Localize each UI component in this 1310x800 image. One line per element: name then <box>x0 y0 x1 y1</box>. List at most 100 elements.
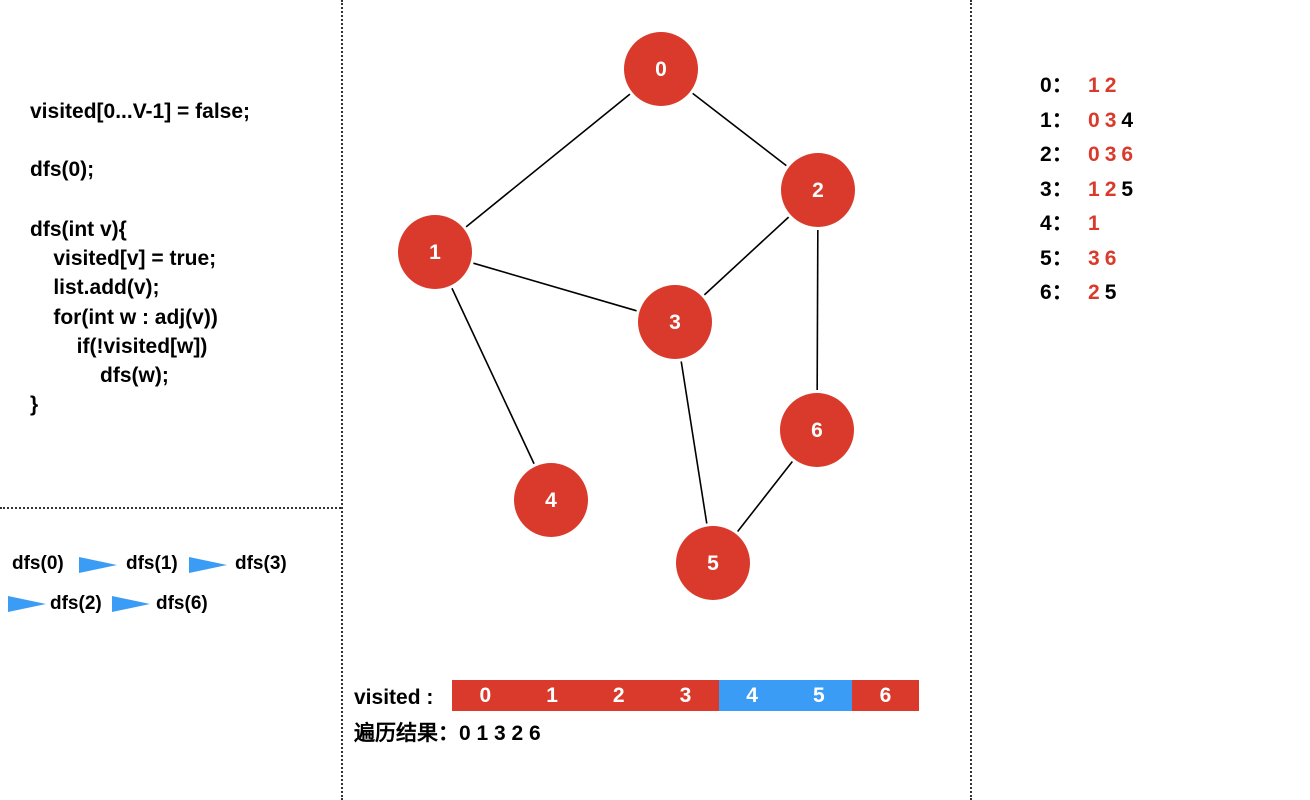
neighbor-visited: 1 <box>1088 212 1100 235</box>
code-line: dfs(w); <box>30 364 169 387</box>
graph-node-label: 6 <box>811 419 823 442</box>
adjacency-key: 5： <box>1040 245 1088 273</box>
divider-right <box>970 0 972 800</box>
graph-edge-1-4 <box>451 287 535 465</box>
neighbor-visited: 0 <box>1088 108 1100 132</box>
neighbor-visited: 1 <box>1088 74 1100 97</box>
graph-edge-0-1 <box>465 93 631 228</box>
code-line: } <box>30 393 39 416</box>
code-line: visited[0...V-1] = false; <box>30 100 251 123</box>
graph-edge-0-2 <box>692 92 787 167</box>
graph-node-2 <box>781 153 855 227</box>
trace-arrow-icon <box>79 557 117 573</box>
trace-arrow-icon <box>112 596 150 612</box>
adjacency-separator: ： <box>1051 281 1073 304</box>
code-line: list.add(v); <box>30 276 160 299</box>
divider-left <box>341 0 343 800</box>
adjacency-separator: ： <box>1051 74 1073 97</box>
neighbor-unvisited: 5 <box>1104 281 1117 304</box>
trace-arrow-icon <box>8 596 46 612</box>
adjacency-separator: ： <box>1051 212 1073 235</box>
graph-edge-2-3 <box>703 216 790 296</box>
code-line: if(!visited[w]) <box>30 335 208 358</box>
adjacency-key: 3： <box>1040 176 1088 204</box>
visited-cell: 4 <box>718 680 786 711</box>
adjacency-key: 6： <box>1040 279 1088 307</box>
graph-node-1 <box>398 215 472 289</box>
graph-node-label: 5 <box>707 552 719 575</box>
adjacency-key: 0： <box>1040 72 1088 100</box>
graph-edge-2-6 <box>816 229 819 391</box>
adjacency-separator: ： <box>1051 143 1073 166</box>
adjacency-key: 1： <box>1040 107 1088 135</box>
traversal-result: 遍历结果：0 1 3 2 6 <box>354 717 541 747</box>
neighbor-visited: 0 <box>1088 143 1100 166</box>
adjacency-key: 4： <box>1040 210 1088 238</box>
trace-arrow-icon <box>189 557 227 573</box>
graph-node-label: 3 <box>669 311 681 334</box>
graph-edge-3-5 <box>680 361 708 524</box>
code-line: dfs(int v){ <box>30 218 127 241</box>
trace-call: dfs(1) <box>126 553 178 574</box>
neighbor-visited: 6 <box>1121 143 1134 166</box>
neighbor-visited: 3 <box>1088 246 1100 270</box>
visited-cell: 0 <box>452 680 519 711</box>
adjacency-separator: ： <box>1051 108 1073 132</box>
neighbor-visited: 3 <box>1104 143 1117 166</box>
visited-cell: 6 <box>852 680 919 711</box>
adjacency-key-value: 6 <box>1040 281 1052 304</box>
graph-node-label: 2 <box>812 179 824 202</box>
trace-call: dfs(6) <box>156 593 208 614</box>
visited-cell: 3 <box>652 680 719 711</box>
graph-node-3 <box>638 285 712 359</box>
result-value: 0 1 3 2 6 <box>459 722 541 745</box>
graph-edge-1-3 <box>473 262 637 312</box>
adjacency-separator: ： <box>1051 246 1073 270</box>
trace-call: dfs(0) <box>12 553 64 574</box>
neighbor-visited: 2 <box>1104 177 1117 201</box>
graph-node-label: 0 <box>655 58 667 81</box>
graph-node-4 <box>514 463 588 537</box>
neighbor-visited: 2 <box>1088 281 1100 304</box>
neighbor-visited: 1 <box>1088 177 1100 201</box>
neighbor-visited: 3 <box>1104 108 1117 132</box>
graph-edge-5-6 <box>737 461 793 532</box>
adjacency-key: 2： <box>1040 141 1088 169</box>
adjacency-key-value: 0 <box>1040 74 1052 97</box>
divider-code-trace <box>0 507 341 509</box>
code-line: visited[v] = true; <box>30 247 217 270</box>
visited-label: visited : <box>354 686 434 709</box>
adjacency-key-value: 5 <box>1040 246 1052 270</box>
graph-node-label: 1 <box>429 241 441 264</box>
adjacency-key-value: 3 <box>1040 177 1052 201</box>
adjacency-row: 4：1 <box>1040 210 1105 238</box>
graph-node-0 <box>624 32 698 106</box>
visited-cell: 1 <box>518 680 586 711</box>
adjacency-separator: ： <box>1051 177 1073 201</box>
code-line: dfs(0); <box>30 158 95 181</box>
trace-call: dfs(3) <box>235 553 287 574</box>
adjacency-key-value: 4 <box>1040 212 1052 235</box>
graph-node-6 <box>780 393 854 467</box>
graph-node-5 <box>676 526 750 600</box>
neighbor-visited: 2 <box>1104 74 1117 97</box>
neighbor-unvisited: 5 <box>1121 177 1134 201</box>
visited-cell: 2 <box>585 680 653 711</box>
code-line: for(int w : adj(v)) <box>30 306 218 329</box>
neighbor-visited: 6 <box>1104 246 1117 270</box>
result-label: 遍历结果： <box>354 722 459 745</box>
adjacency-key-value: 1 <box>1040 108 1052 132</box>
neighbor-unvisited: 4 <box>1121 108 1134 132</box>
adjacency-key-value: 2 <box>1040 143 1052 166</box>
visited-cell: 5 <box>785 680 853 711</box>
trace-call: dfs(2) <box>50 593 102 614</box>
graph-node-label: 4 <box>545 489 557 512</box>
